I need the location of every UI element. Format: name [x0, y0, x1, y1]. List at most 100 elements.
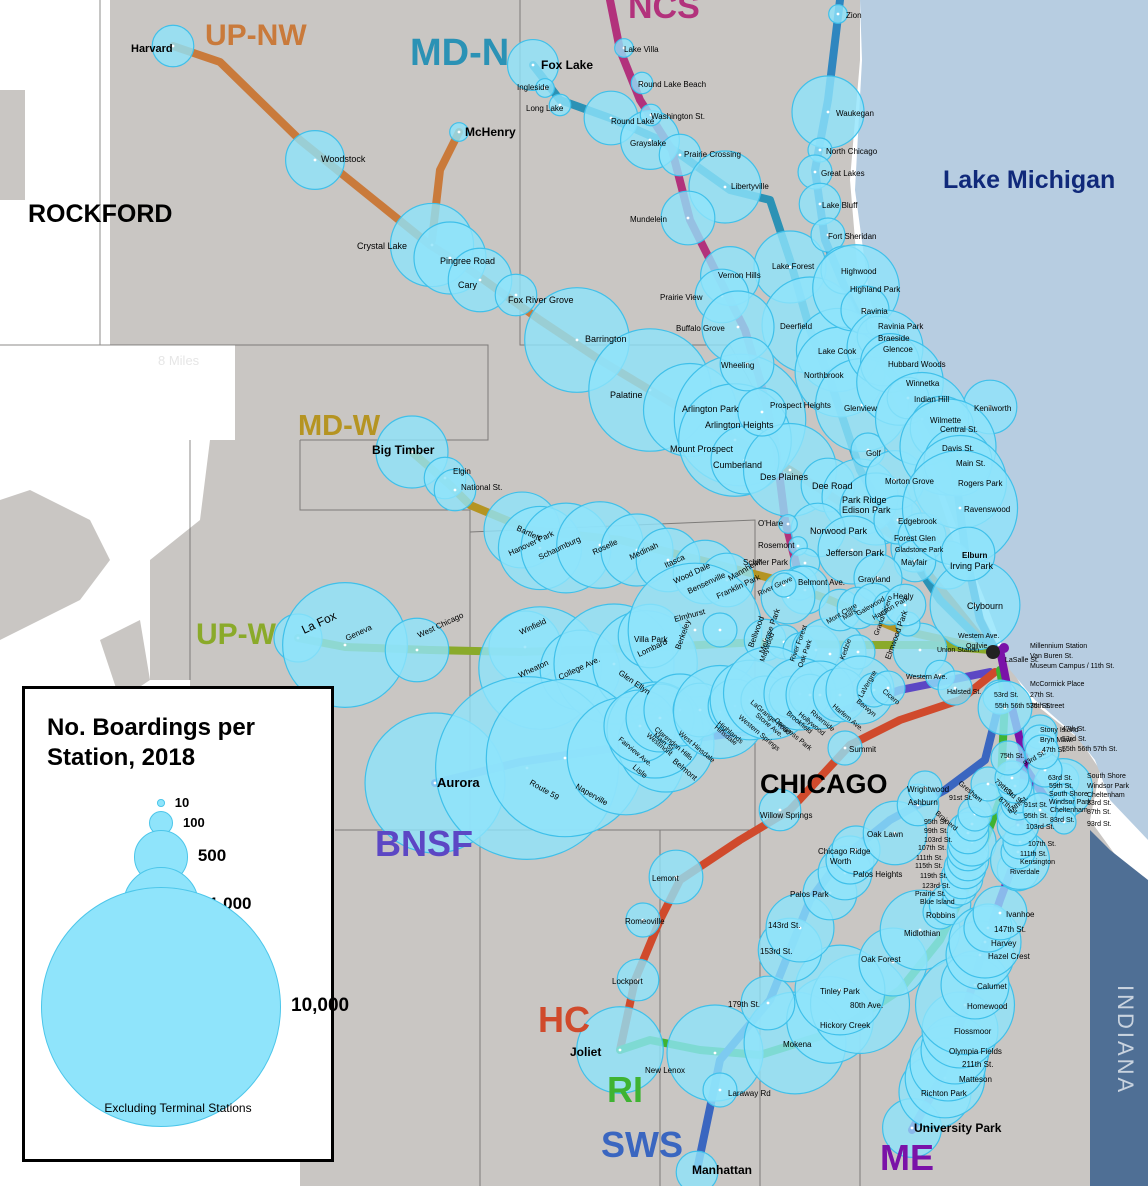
- station-dot: [514, 293, 518, 297]
- station-label: Des Plaines: [760, 472, 809, 482]
- station-label: Romeoville: [625, 917, 665, 926]
- label-south-shore: South Shore: [1087, 773, 1126, 780]
- station-dot: [1006, 756, 1010, 760]
- label-mccormick: McCormick Place: [1030, 681, 1085, 688]
- station-label: Summit: [849, 745, 877, 754]
- millennium-station-marker: [999, 643, 1009, 653]
- station-label: Richton Park: [921, 1089, 968, 1098]
- station-dot: [1038, 808, 1042, 812]
- station-label: Oak Forest: [861, 955, 901, 964]
- station-dot: [674, 875, 678, 879]
- station-label: Round Lake Beach: [638, 80, 706, 89]
- station-label: Olympia Fields: [949, 1047, 1002, 1056]
- legend-value: 100: [183, 814, 205, 830]
- station-label: 91st St.: [949, 795, 973, 802]
- station-label: Washington St.: [651, 112, 705, 121]
- station-label: Palatine: [610, 390, 643, 400]
- station-dot: [693, 628, 697, 632]
- label-line-md-n: MD-N: [410, 32, 509, 74]
- station-label: Blue Island: [920, 899, 955, 906]
- label-windsor-park: Windsor Park: [1087, 783, 1130, 790]
- label-35th: 35th Street: [1030, 703, 1064, 710]
- station-dot: [1010, 776, 1014, 780]
- station-label: Ingleside: [517, 83, 550, 92]
- station-dot: [622, 46, 626, 50]
- station-label: Lake Cook: [818, 347, 857, 356]
- station-dot: [828, 652, 832, 656]
- station-dot: [618, 1048, 622, 1052]
- station-label: Long Lake: [526, 104, 564, 113]
- station-dot: [788, 265, 792, 269]
- station-label: 53rd St.: [994, 692, 1019, 699]
- station-label: Riverdale: [1010, 869, 1040, 876]
- station-label: South Shore: [1049, 791, 1088, 798]
- station-label: Cheltenham: [1050, 807, 1088, 814]
- station-label: Kenilworth: [974, 404, 1011, 413]
- station-label: North Chicago: [826, 147, 878, 156]
- station-label: Highwood: [841, 267, 877, 276]
- station-dot: [958, 506, 962, 510]
- station-dot: [953, 686, 957, 690]
- station-dot: [1040, 750, 1044, 754]
- station-dot: [558, 103, 562, 107]
- station-label: Prospect Heights: [770, 401, 831, 410]
- station-label: 153rd St.: [760, 947, 792, 956]
- station-label: 107th St.: [918, 845, 946, 852]
- station-label: Midlothian: [904, 929, 940, 938]
- station-label: Central St.: [940, 425, 978, 434]
- label-scale: 8 Miles: [158, 353, 200, 368]
- station-label: Great Lakes: [821, 169, 865, 178]
- station-label: Deerfield: [780, 322, 812, 331]
- station-label: Grayslake: [630, 139, 667, 148]
- station-label: Hubbard Woods: [888, 360, 946, 369]
- station-dot: [788, 468, 792, 472]
- station-label: Halsted St.: [947, 689, 981, 696]
- station-label: 119th St.: [920, 873, 948, 880]
- station-dot: [850, 548, 854, 552]
- station-label: Lake Forest: [772, 262, 815, 271]
- station-label: Barrington: [585, 334, 627, 344]
- station-label: Glenview: [844, 404, 877, 413]
- label-line-up-nw: UP-NW: [205, 19, 307, 52]
- station-label: 47th St.: [1042, 747, 1066, 754]
- station-label: Round Lake: [611, 117, 655, 126]
- station-dot: [649, 113, 653, 117]
- station-label: 103rd St.: [924, 837, 952, 844]
- station-label: Braeside: [878, 334, 910, 343]
- label-chicago: CHICAGO: [760, 769, 888, 799]
- station-dot: [782, 583, 786, 587]
- station-label: Pingree Road: [440, 256, 495, 266]
- station-label: Crystal Lake: [357, 241, 407, 251]
- label-union-station: Union Station: [937, 647, 979, 654]
- station-dot: [854, 848, 858, 852]
- station-dot: [893, 478, 897, 482]
- station-dot: [918, 648, 922, 652]
- legend-circle: [157, 799, 165, 807]
- station-label: Park Ridge: [842, 495, 887, 505]
- station-label: Matteson: [959, 1075, 992, 1084]
- station-dot: [798, 926, 802, 930]
- station-label: Ravinia Park: [878, 322, 924, 331]
- region-labels: ROCKFORD CHICAGO Lake Michigan 8 Miles I…: [28, 166, 1138, 1095]
- station-dot: [818, 148, 822, 152]
- station-label: 83rd St.: [1050, 817, 1075, 824]
- station-label: Arlington Heights: [705, 420, 774, 430]
- station-label: Wrightwood: [907, 785, 949, 794]
- station-dot: [666, 558, 670, 562]
- station-label: Mundelein: [630, 215, 667, 224]
- station-label: Glencoe: [883, 345, 913, 354]
- station-dot: [903, 603, 907, 607]
- downtown-labels: Millennium Station Van Buren St. Museum …: [937, 633, 1130, 828]
- station-label: Gladstone Park: [895, 547, 944, 554]
- station-dot: [723, 185, 727, 189]
- label-van-buren: Van Buren St.: [1030, 653, 1073, 660]
- legend-value: 10,000: [291, 995, 350, 1017]
- station-dot: [938, 673, 942, 677]
- station-dot: [913, 559, 917, 563]
- legend-note: Excluding Terminal Stations: [104, 1101, 252, 1115]
- station-dot: [686, 216, 690, 220]
- station-circles: [151, 4, 1093, 1186]
- station-label: McHenry: [465, 125, 516, 139]
- label-rockford: ROCKFORD: [28, 200, 172, 228]
- station-dot: [678, 153, 682, 157]
